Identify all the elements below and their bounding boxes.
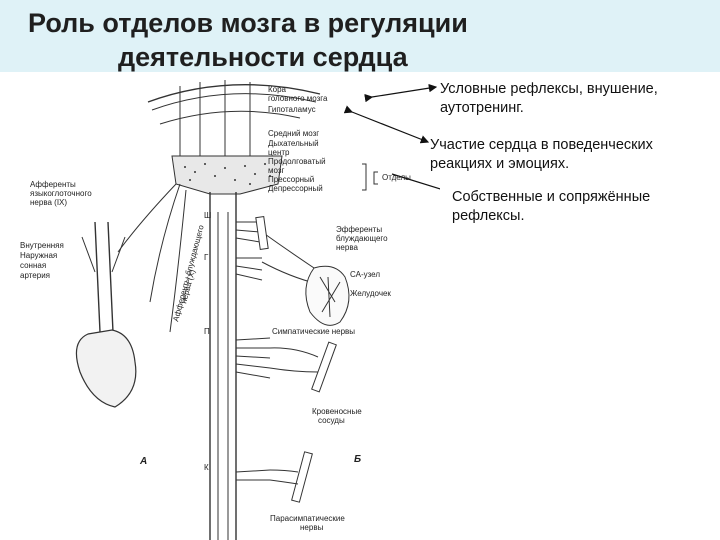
title-line-1: Роль отделов мозга в регуляции <box>28 8 468 38</box>
heart-regulation-diagram: Кора головного мозга Гипоталамус Средний… <box>20 80 440 540</box>
svg-text:блуждающего: блуждающего <box>336 234 388 243</box>
svg-text:головного мозга: головного мозга <box>268 94 328 103</box>
svg-text:Прессорный: Прессорный <box>268 175 314 184</box>
svg-text:Кора: Кора <box>268 85 287 94</box>
title-line-2: деятельности сердца <box>118 42 408 72</box>
svg-text:СА-узел: СА-узел <box>350 270 380 279</box>
cortex-arch <box>147 83 321 103</box>
svg-text:Продолговатый: Продолговатый <box>268 157 326 166</box>
note-cortex: Условные рефлексы, внушение, аутотренинг… <box>440 80 658 118</box>
svg-text:Желудочек: Желудочек <box>350 289 391 298</box>
svg-text:центр: центр <box>268 148 290 157</box>
svg-text:Симпатические нервы: Симпатические нервы <box>272 327 355 336</box>
ganglion-sympathetic <box>311 341 337 393</box>
arrow-cortex <box>364 83 438 103</box>
arrow-hypothalamus <box>343 105 430 144</box>
svg-text:Ш: Ш <box>204 211 211 220</box>
svg-text:нерва: нерва <box>336 243 358 252</box>
svg-text:П: П <box>204 327 210 336</box>
svg-text:Парасимпатические: Парасимпатические <box>270 514 345 523</box>
svg-text:Внутренняя: Внутренняя <box>20 241 64 250</box>
svg-text:нерва (IX): нерва (IX) <box>30 198 67 207</box>
svg-text:артерия: артерия <box>20 271 50 280</box>
heart-shape <box>75 329 137 408</box>
note-medulla: Собственные и сопряжённые рефлексы. <box>452 188 651 226</box>
svg-text:Средний мозг: Средний мозг <box>268 129 319 138</box>
spinal-cord <box>209 192 237 540</box>
page-title: Роль отделов мозга в регуляции деятельно… <box>28 6 588 74</box>
svg-text:мозг: мозг <box>268 166 285 175</box>
svg-text:Афференты: Афференты <box>30 180 76 189</box>
svg-text:сонная: сонная <box>20 261 46 270</box>
ganglion-parasympathetic <box>291 451 313 503</box>
svg-text:Дыхательный: Дыхательный <box>268 139 319 148</box>
note-hypothalamus: Участие сердца в поведенческих реакциях … <box>430 136 653 174</box>
svg-text:А: А <box>139 456 147 467</box>
carotid-artery <box>94 221 114 333</box>
svg-text:языкоглоточного: языкоглоточного <box>30 189 92 198</box>
svg-text:сосуды: сосуды <box>318 416 345 425</box>
svg-text:Наружная: Наружная <box>20 251 57 260</box>
svg-text:Отделы: Отделы <box>382 173 411 182</box>
title-band <box>0 0 720 72</box>
svg-text:Б: Б <box>354 454 361 465</box>
svg-text:Гипоталамус: Гипоталамус <box>268 105 316 114</box>
svg-text:Эфференты: Эфференты <box>336 225 382 234</box>
svg-text:Кровеносные: Кровеносные <box>312 407 362 416</box>
heart-right-shape <box>305 265 350 326</box>
svg-text:К: К <box>204 463 209 472</box>
svg-text:нервы: нервы <box>300 523 324 532</box>
arrow-medulla <box>391 173 440 190</box>
svg-text:Г: Г <box>204 253 209 262</box>
medulla-block <box>171 155 283 195</box>
svg-text:Депрессорный: Депрессорный <box>268 184 323 193</box>
